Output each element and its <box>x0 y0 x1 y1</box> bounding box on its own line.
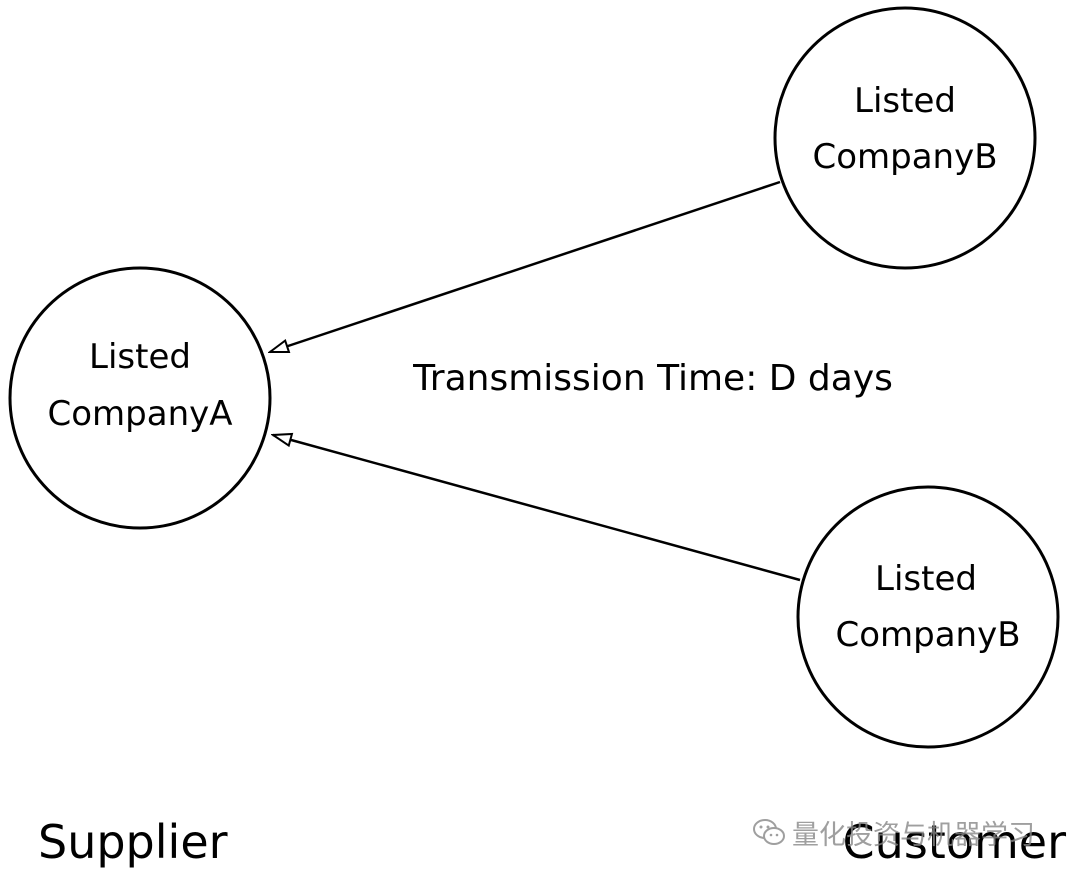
node-company-b-bottom-label-line2: CompanyB <box>835 615 1020 655</box>
wechat-icon <box>753 819 785 845</box>
watermark: 量化投资与机器学习 <box>752 812 1035 852</box>
edge-label-transmission-time: Transmission Time: D days <box>412 358 893 399</box>
node-company-b-bottom-label-line1: Listed <box>875 559 977 599</box>
node-company-b-top: Listed CompanyB <box>773 6 1037 270</box>
node-company-b-top-label-line2: CompanyB <box>812 137 997 177</box>
node-company-a: Listed CompanyA <box>8 266 272 530</box>
role-label-customer: Customer <box>843 815 1067 869</box>
edge-b-bottom-to-a <box>273 435 801 582</box>
node-company-a-circle <box>8 266 272 530</box>
node-company-b-top-circle <box>773 6 1037 270</box>
node-company-a-label-line2: CompanyA <box>47 394 232 434</box>
node-company-a-label-line1: Listed <box>89 337 191 377</box>
node-company-b-bottom-circle <box>796 485 1060 749</box>
node-company-b-bottom: Listed CompanyB <box>796 485 1060 749</box>
role-label-supplier: Supplier <box>38 815 228 869</box>
watermark-text: 量化投资与机器学习 <box>792 819 1035 851</box>
node-company-b-top-label-line1: Listed <box>854 81 956 121</box>
edge-b-top-to-a <box>270 180 781 354</box>
